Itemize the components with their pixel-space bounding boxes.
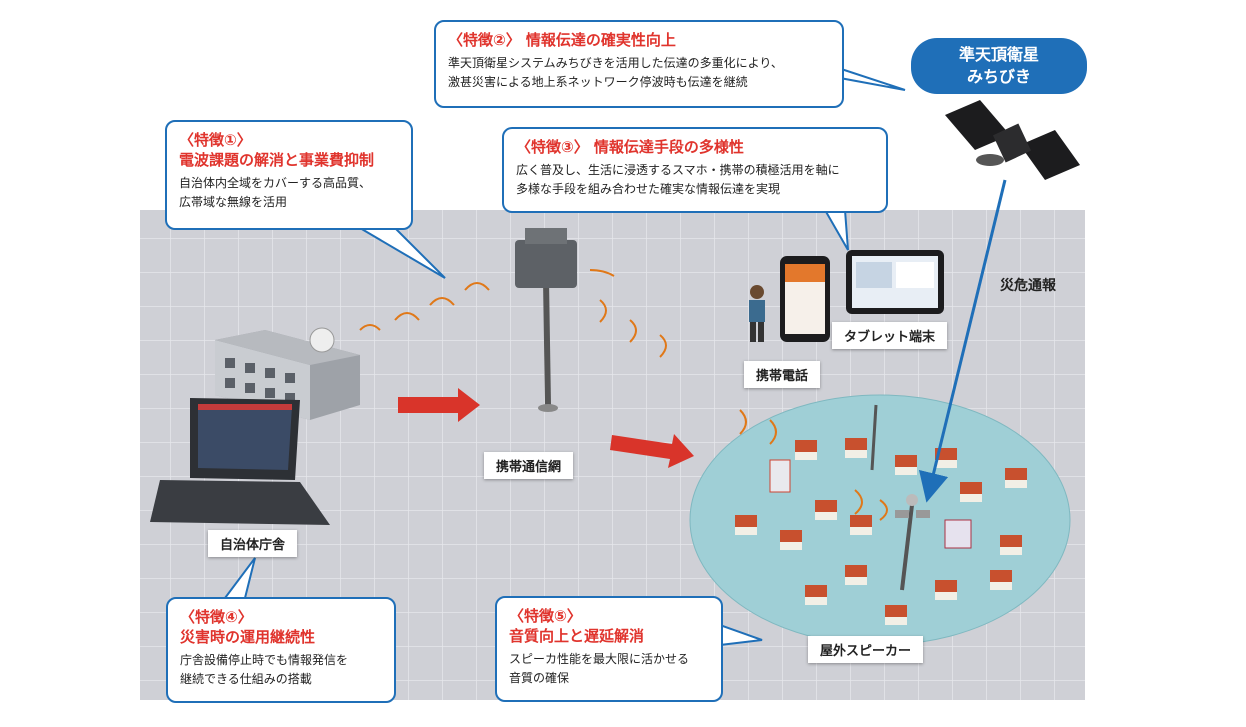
feature-3-title: 〈特徴③〉 情報伝達手段の多様性 bbox=[516, 138, 744, 156]
outdoor-speaker-label: 屋外スピーカー bbox=[808, 636, 924, 663]
mobile-phone-label: 携帯電話 bbox=[744, 361, 821, 388]
feature-3-line-2: 多様な手段を組み合わせた確実な情報伝達を実現 bbox=[516, 182, 781, 196]
disaster-alert-arrow bbox=[918, 179, 1007, 503]
city-hall-label: 自治体庁舎 bbox=[208, 530, 298, 557]
mobile-network-label: 携帯通信網 bbox=[484, 452, 574, 479]
tablet-icon bbox=[846, 250, 944, 314]
disaster-alert-label: 災危通報 bbox=[1000, 278, 1056, 294]
feature-5-line-2: 音質の確保 bbox=[509, 671, 570, 685]
satellite-icon bbox=[945, 100, 1080, 180]
laptop-icon bbox=[150, 398, 330, 525]
feature-4-callout: 〈特徴④〉 災害時の運用継続性 庁舎設備停止時でも情報発信を 継続できる仕組みの… bbox=[166, 597, 396, 703]
smartphone-icon bbox=[780, 256, 830, 342]
satellite-label: 準天頂衛星 みちびき bbox=[911, 38, 1087, 94]
feature-5-callout: 〈特徴⑤〉 音質向上と遅延解消 スピーカ性能を最大限に活かせる 音質の確保 bbox=[495, 596, 723, 702]
feature-4-line-2: 継続できる仕組みの搭載 bbox=[180, 672, 312, 686]
relay-tower bbox=[870, 404, 878, 471]
feature-5-title: 〈特徴⑤〉 bbox=[509, 607, 582, 625]
feature-1-title: 〈特徴①〉 bbox=[179, 131, 252, 149]
feature-1-line-1: 自治体内全域をカバーする高品質、 bbox=[179, 176, 372, 190]
feature-3-callout: 〈特徴③〉 情報伝達手段の多様性 広く普及し、生活に浸透するスマホ・携帯の積極活… bbox=[502, 127, 888, 213]
feature-1-line-2: 広帯域な無線を活用 bbox=[179, 195, 288, 209]
flow-arrow-1 bbox=[398, 388, 480, 422]
feature-2-line-2: 激甚災害による地上系ネットワーク停波時も伝達を継続 bbox=[448, 75, 748, 89]
flow-arrow-2 bbox=[610, 434, 694, 468]
feature-1-callout: 〈特徴①〉 電波課題の解消と事業費抑制 自治体内全域をカバーする高品質、 広帯域… bbox=[165, 120, 413, 230]
houses-group bbox=[735, 438, 1027, 625]
feature-4-title: 〈特徴④〉 bbox=[180, 608, 253, 626]
satellite-label-line-2: みちびき bbox=[966, 67, 1031, 86]
feature-4-line-1: 庁舎設備停止時でも情報発信を bbox=[180, 653, 349, 667]
feature-2-line-1: 準天頂衛星システムみちびきを活用した伝達の多重化により、 bbox=[448, 56, 783, 70]
feature-2-title: 〈特徴②〉 情報伝達の確実性向上 bbox=[448, 31, 676, 49]
outdoor-speaker-pole bbox=[895, 494, 930, 591]
feature-5-line-1: スピーカ性能を最大限に活かせる bbox=[509, 652, 690, 666]
satellite-label-line-1: 準天頂衛星 bbox=[958, 45, 1039, 64]
tablet-label: タブレット端末 bbox=[832, 322, 948, 349]
feature-2-callout: 〈特徴②〉 情報伝達の確実性向上 準天頂衛星システムみちびきを活用した伝達の多重… bbox=[434, 20, 844, 108]
feature-1-title2: 電波課題の解消と事業費抑制 bbox=[179, 151, 375, 169]
feature-3-line-1: 広く普及し、生活に浸透するスマホ・携帯の積極活用を軸に bbox=[516, 163, 840, 177]
radio-waves bbox=[359, 269, 888, 521]
feature-5-title2: 音質向上と遅延解消 bbox=[509, 627, 645, 645]
cell-tower-icon bbox=[515, 228, 577, 412]
feature-4-title2: 災害時の運用継続性 bbox=[180, 628, 316, 646]
person-icon bbox=[749, 285, 765, 342]
